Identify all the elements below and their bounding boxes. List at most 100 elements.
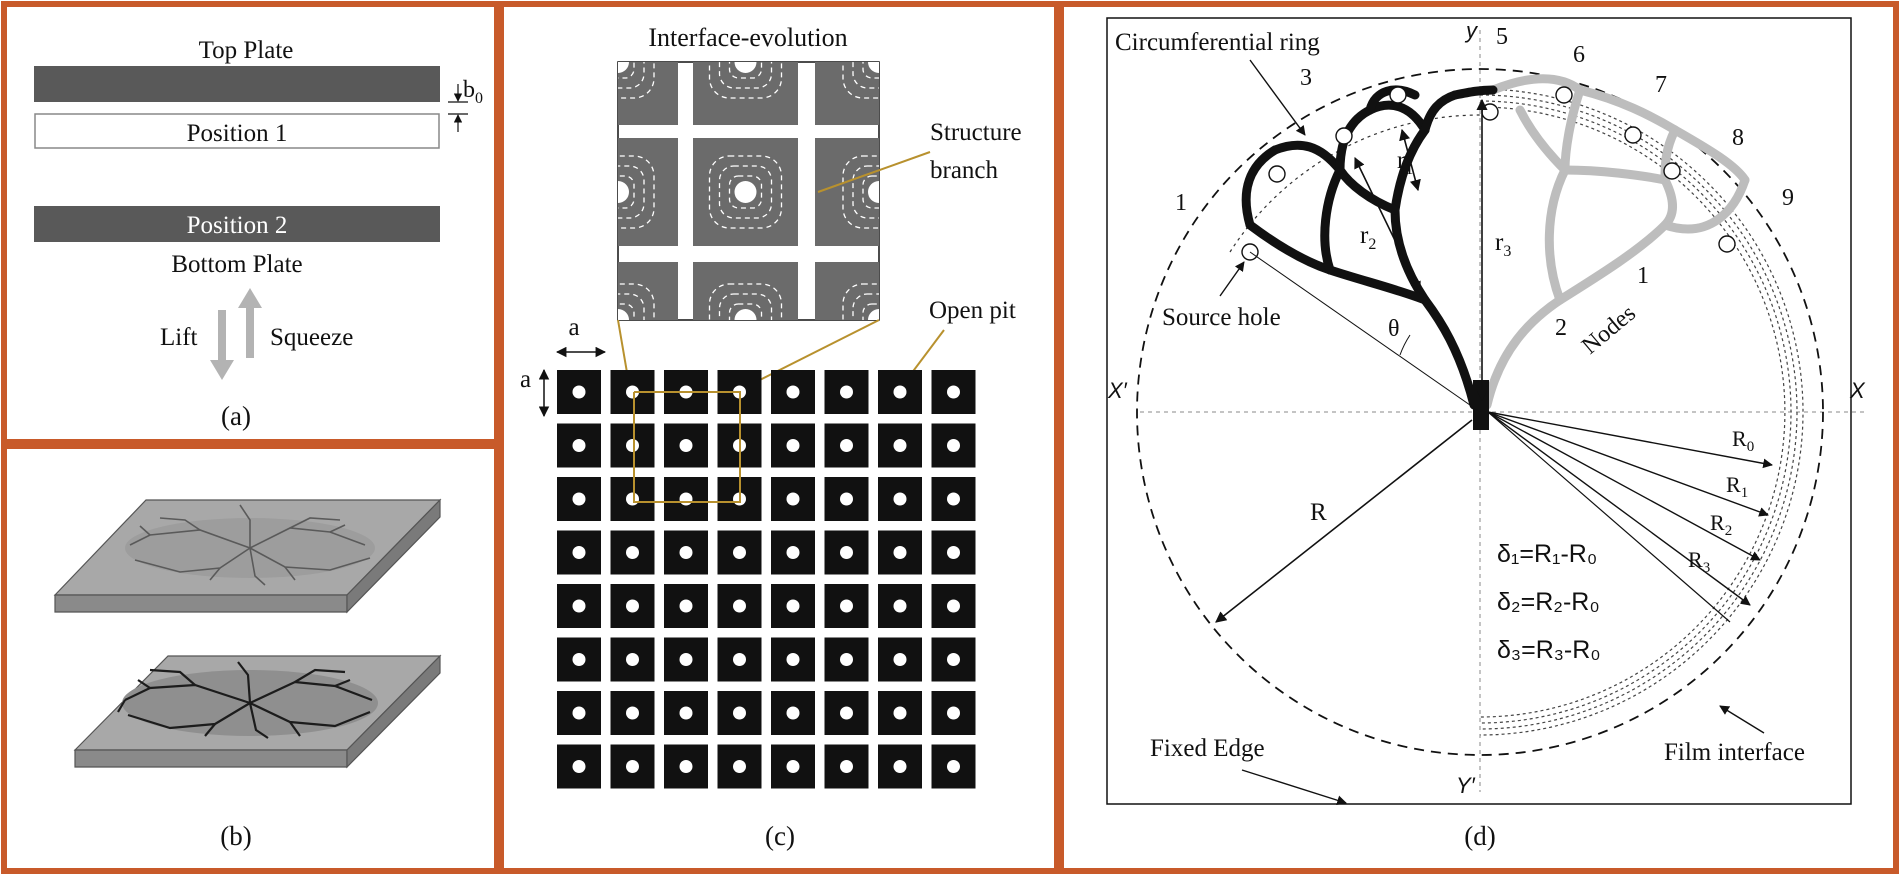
source-hole-6 xyxy=(1555,86,1573,104)
open-pit-hole xyxy=(572,439,586,452)
open-pit-hole xyxy=(840,546,853,559)
source-hole-8 xyxy=(1663,162,1681,180)
caption-b: (b) xyxy=(220,821,251,851)
open-pit-hole xyxy=(893,492,907,506)
R3-arrow xyxy=(1487,411,1751,606)
inset-contour xyxy=(618,165,645,219)
film-interface-label: Film interface xyxy=(1664,739,1805,766)
open-pit-hole xyxy=(947,706,960,720)
bottom-plate xyxy=(34,206,440,242)
lift-arrow xyxy=(210,310,234,380)
open-pit-hole xyxy=(572,546,586,559)
ring-number-7: 7 xyxy=(1655,72,1667,98)
circumferential-ring-label: Circumferential ring xyxy=(1115,29,1320,56)
open-pit-hole xyxy=(626,385,639,399)
ring-number-1: 1 xyxy=(1175,190,1187,216)
fixed-edge-leader xyxy=(1241,769,1347,806)
open-pit-label: Open pit xyxy=(929,297,1016,324)
ring-number-8: 8 xyxy=(1732,125,1744,151)
open-pit-hole xyxy=(626,653,639,666)
delta-equation-1: δ₁=R₁-R₀ xyxy=(1497,540,1597,568)
origin-block xyxy=(1473,380,1489,430)
open-pit-hole xyxy=(786,760,800,773)
position-1-box xyxy=(34,113,440,149)
delta-equation-3: δ₃=R₃-R₀ xyxy=(1497,636,1601,664)
node-1-label: 1 xyxy=(1637,263,1649,289)
R0-arrow xyxy=(1487,411,1773,469)
ring-number-6: 6 xyxy=(1573,42,1585,68)
open-pit-hole xyxy=(840,492,853,506)
source-hole-9 xyxy=(1718,235,1736,253)
r2-arrow xyxy=(1354,156,1421,294)
caption-d: (d) xyxy=(1464,821,1495,851)
interface-evolution-inset xyxy=(617,61,880,321)
open-pit-hole xyxy=(947,385,960,399)
open-pit-hole xyxy=(893,653,907,666)
inset-pit-hole xyxy=(734,62,757,73)
open-pit-hole xyxy=(840,653,853,666)
caption-a: (a) xyxy=(221,401,251,431)
open-pit-hole xyxy=(947,546,960,559)
open-pit-hole xyxy=(786,439,800,452)
R0-label: R0 xyxy=(1732,426,1754,455)
open-pit-hole xyxy=(893,385,907,399)
theta-label: θ xyxy=(1388,316,1400,342)
inset-title: Interface-evolution xyxy=(648,23,847,52)
inset-contour xyxy=(718,293,773,320)
b0-label: b0 xyxy=(463,77,483,107)
open-pit-hole xyxy=(786,599,800,613)
unit-cell-outline xyxy=(633,391,741,503)
open-pit-hole xyxy=(733,760,746,773)
structure-branch-line2: branch xyxy=(930,157,999,184)
r1-label: r1 xyxy=(1397,147,1413,178)
frame-a xyxy=(1,1,500,445)
open-pit-hole xyxy=(572,492,586,506)
panel-c: Interface-evolution Structure branch a a… xyxy=(520,23,1022,851)
upper-plate-illustration xyxy=(53,498,442,614)
position-2-label: Position 2 xyxy=(187,212,288,239)
fixed-edge-label: Fixed Edge xyxy=(1150,735,1265,762)
inset-contour xyxy=(862,175,879,209)
open-pit-hole xyxy=(947,760,960,773)
open-pit-hole xyxy=(679,653,693,666)
open-pit-hole xyxy=(572,385,586,399)
theta-arc xyxy=(1399,334,1411,356)
inset-contour xyxy=(852,165,879,219)
open-pit-hole xyxy=(679,546,693,559)
frame-c xyxy=(498,1,1060,874)
lower-plate-illustration xyxy=(73,654,442,769)
open-pit-hole xyxy=(786,385,800,399)
open-pit-hole xyxy=(733,546,746,559)
open-pit-hole xyxy=(572,760,586,773)
domain-box xyxy=(1106,17,1852,805)
open-pit-hole xyxy=(947,492,960,506)
open-pit-hole xyxy=(572,599,586,613)
panel-b: (b) xyxy=(53,498,442,851)
R-arrow xyxy=(1215,419,1473,623)
source-hole-4 xyxy=(1389,86,1407,104)
open-pit-hole xyxy=(572,706,586,720)
source-hole-label: Source hole xyxy=(1162,304,1281,331)
inset-pit-hole xyxy=(618,181,629,203)
inset-tile xyxy=(815,62,879,125)
R1-arrow xyxy=(1487,411,1769,517)
source-hole-3a xyxy=(1268,165,1286,183)
open-pit-hole xyxy=(626,706,639,720)
axis-x-label: X xyxy=(1849,378,1866,403)
structure-branch-leader xyxy=(817,151,931,193)
lift-label: Lift xyxy=(160,324,198,351)
frame-b xyxy=(1,443,500,874)
R2-arrow xyxy=(1487,411,1761,561)
open-pit-hole xyxy=(893,546,907,559)
inset-contour xyxy=(718,62,773,89)
inset-tile xyxy=(618,62,678,125)
inset-pit-hole xyxy=(618,62,629,73)
R1-label: R1 xyxy=(1726,472,1748,501)
r1-arrow xyxy=(1399,128,1421,192)
open-pit-hole xyxy=(679,760,693,773)
open-pit-hole xyxy=(786,706,800,720)
lower-fingering-branches xyxy=(117,661,373,739)
source-hole-leader xyxy=(1219,261,1245,297)
open-pit-hole xyxy=(840,760,853,773)
